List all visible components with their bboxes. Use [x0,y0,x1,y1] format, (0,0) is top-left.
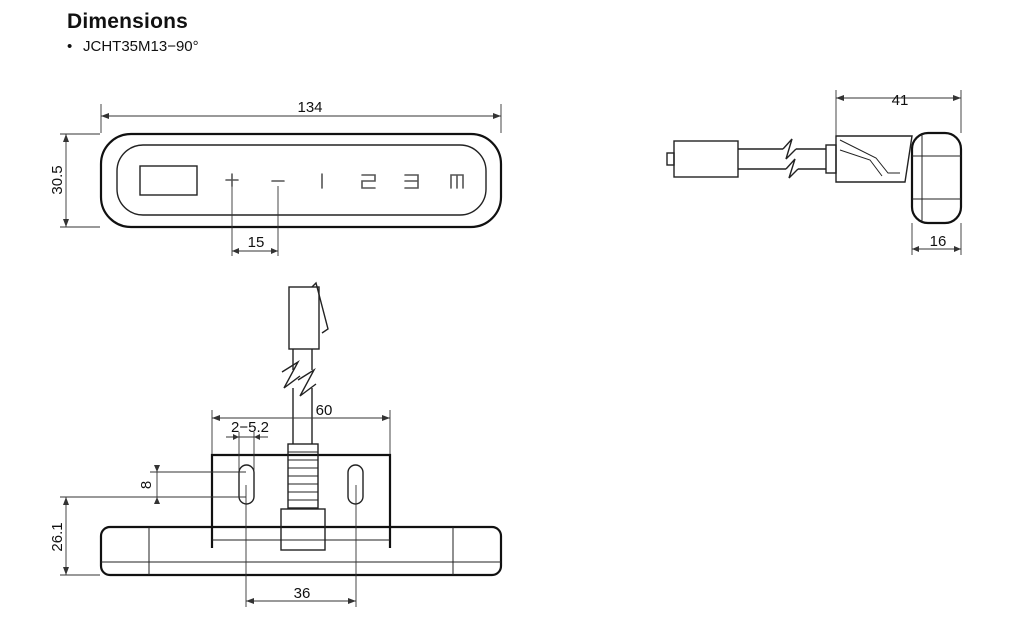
display-window [139,165,198,196]
dimension-side-depth: 16 [911,223,962,255]
dimension-width: 134 [100,99,502,133]
page-title: Dimensions [67,10,189,33]
dimension-side-length: 41 [835,90,962,136]
side-housing [835,135,913,183]
button-m-icon [450,174,464,189]
dimension-slot-pitch-label: 36 [294,585,311,602]
front-panel-outline [116,144,487,216]
mounting-bracket [210,453,392,548]
dimension-slot-height: 8 [138,465,246,504]
button-2-icon [361,174,376,189]
bottom-view: 60 2−5.2 8 26.1 [49,281,503,607]
dimension-side-length-label: 41 [892,92,909,109]
bottom-plug-latch [311,281,329,334]
dimension-base-height: 26.1 [49,496,238,576]
dimension-slot-width-label: 2−5.2 [231,419,269,436]
side-housing-detail-2 [839,149,883,177]
dimension-height-label: 30.5 [49,165,66,194]
front-housing-outline [99,132,503,229]
dimension-button-pitch: 15 [231,186,279,256]
mounting-slot-right [347,464,364,505]
base-plate-details [101,527,501,575]
model-list-item: •JCHT35M13−90° [67,38,199,55]
mounting-slot-left [238,464,255,505]
side-view: 41 16 [666,90,963,255]
bottom-cable-break [281,360,317,397]
bottom-plug [288,286,320,350]
strain-relief [825,144,837,174]
cable-break [782,138,799,179]
dimension-slot-span: 60 [211,402,391,454]
side-panel [910,131,963,225]
dimension-slot-pitch: 36 [245,485,357,607]
front-view: 134 30.5 15 [49,99,503,256]
dimension-base-height-label: 26.1 [49,522,66,551]
cable [738,148,786,170]
button-plus-icon [225,173,239,187]
strain-relief-coil [287,443,319,509]
dimension-slot-width: 2−5.2 [226,419,269,470]
plug-connector [673,140,739,178]
dimension-slot-span-label: 60 [316,402,333,419]
base-plate [99,525,503,577]
model-number: JCHT35M13−90° [83,38,199,55]
side-housing-detail [839,139,900,174]
cable-segment [796,148,826,170]
dimension-slot-height-label: 8 [138,481,155,489]
button-3-icon [404,174,419,189]
dimension-width-label: 134 [297,99,322,116]
plug-tip [666,152,675,166]
cable-exit [280,508,326,551]
bottom-cable-lower [292,388,313,444]
dimension-button-pitch-label: 15 [248,234,265,251]
bottom-cable [292,349,313,370]
dimension-height: 30.5 [49,133,100,228]
dimension-side-depth-label: 16 [930,233,947,250]
